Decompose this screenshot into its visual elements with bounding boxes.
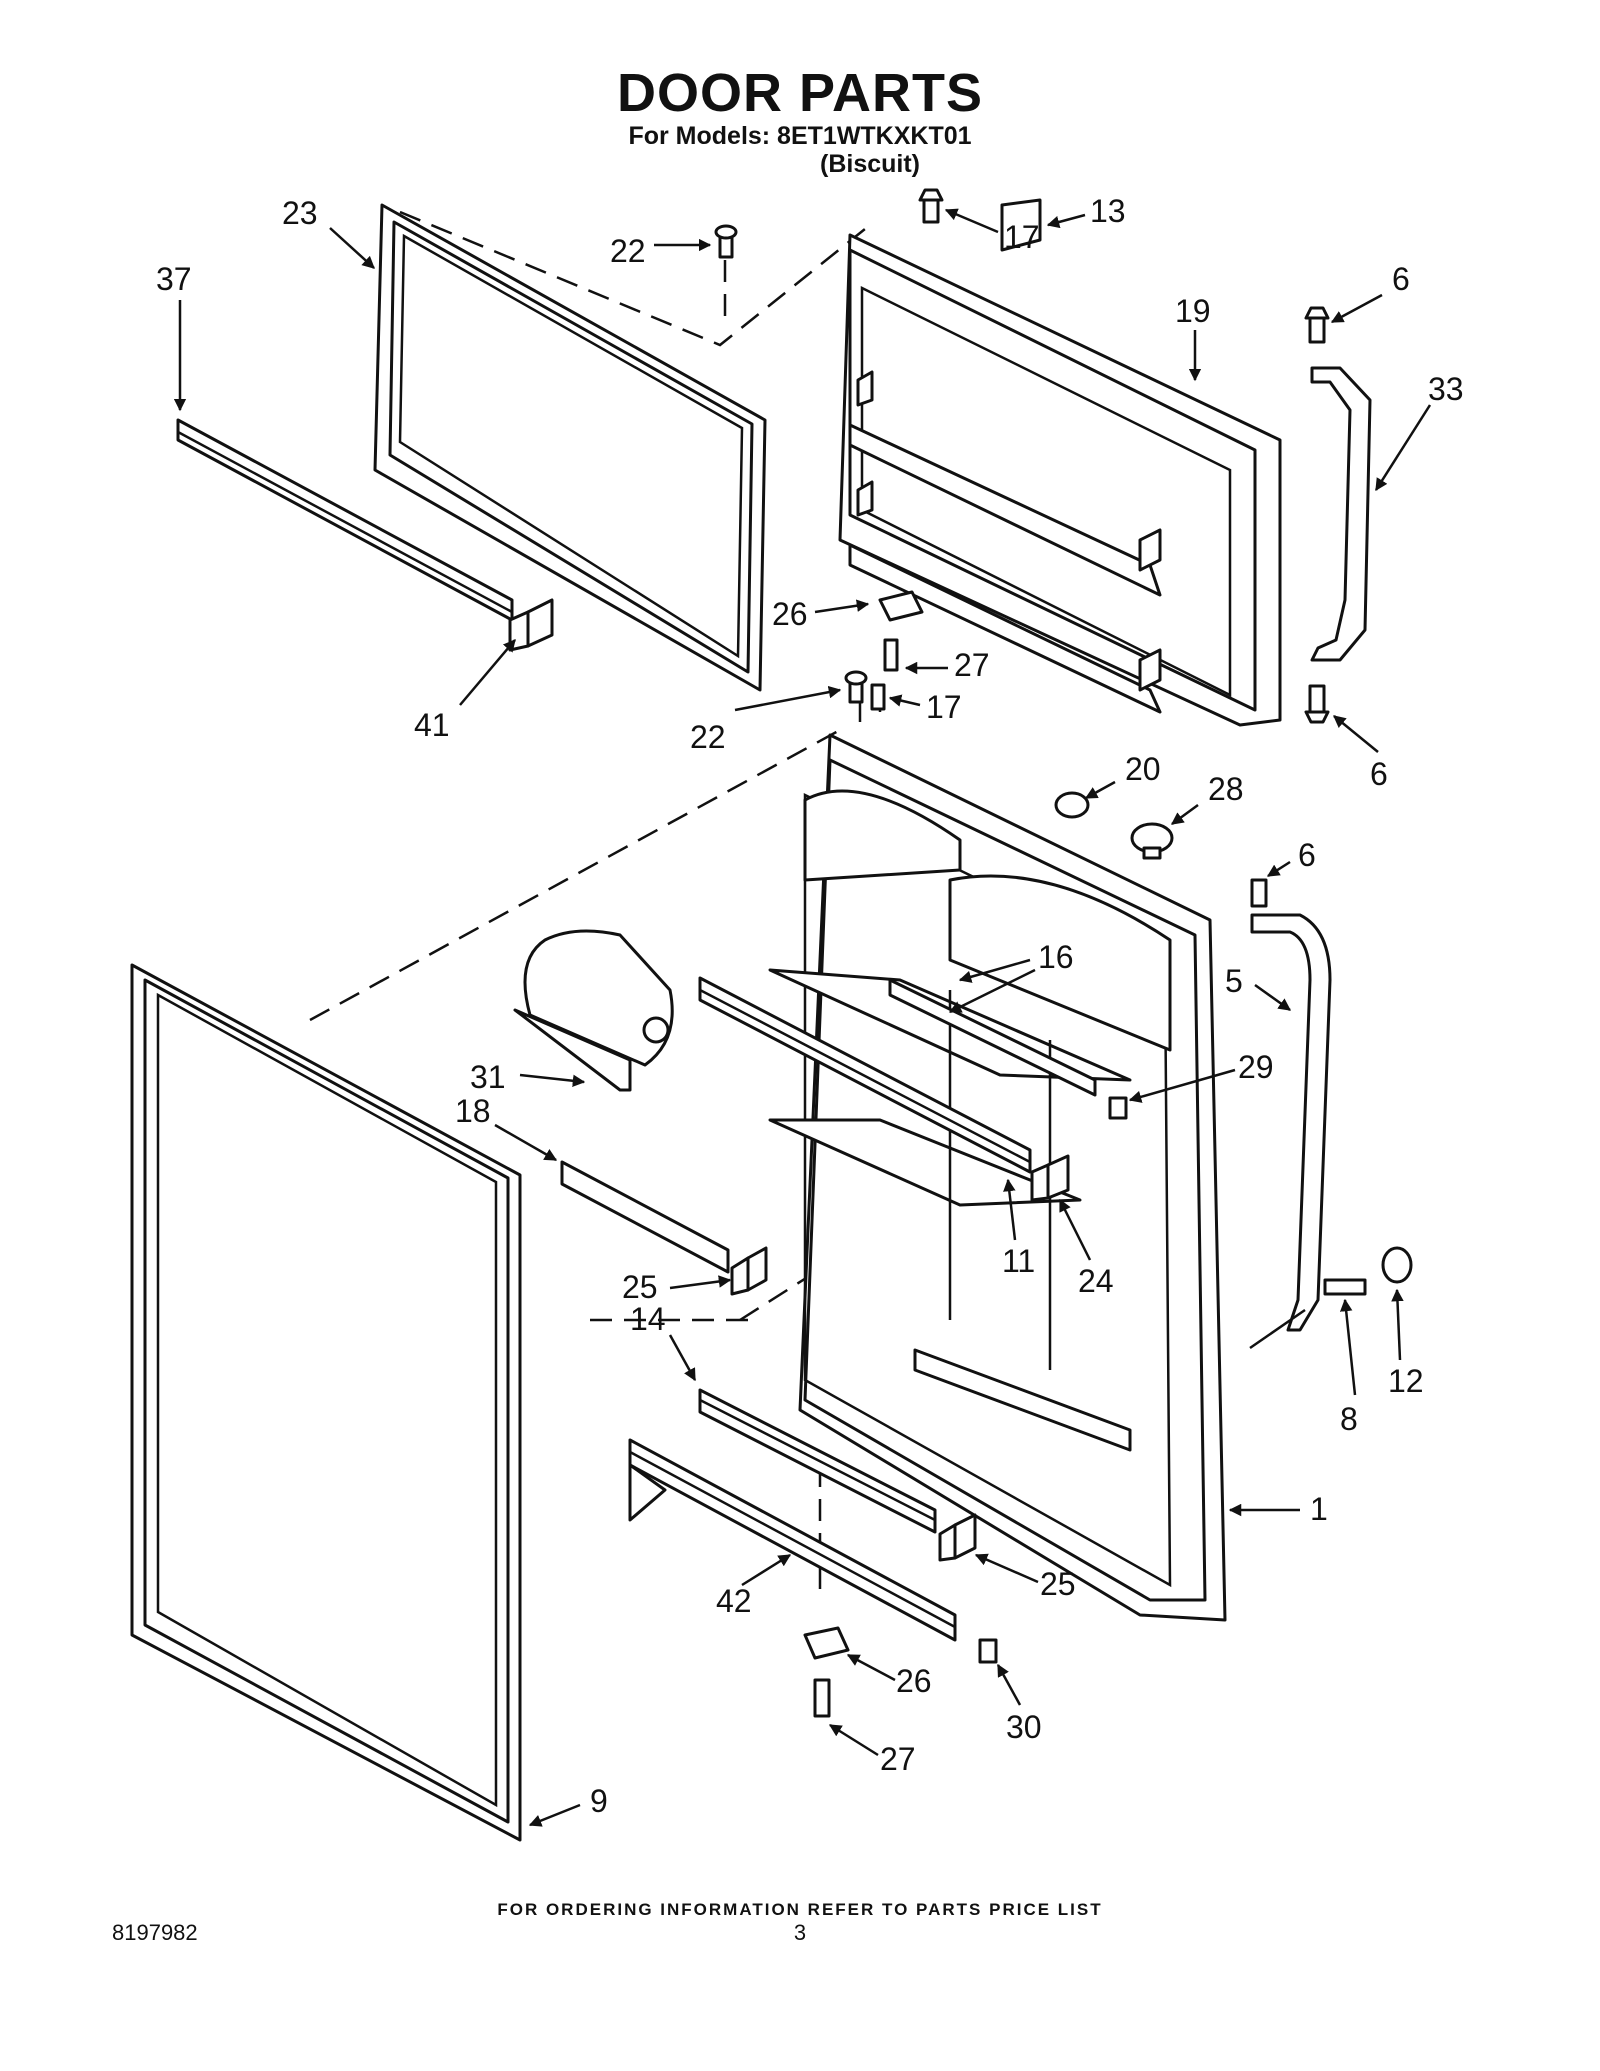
callout-17-mid: 17 (926, 689, 962, 725)
screw-6-mid (1250, 878, 1268, 908)
callout-12: 12 (1388, 1363, 1424, 1399)
callout-8: 8 (1340, 1401, 1358, 1437)
hinge-bushing-top (878, 590, 924, 622)
page-title: DOOR PARTS (616, 63, 983, 123)
fresh-food-door-handle (1250, 913, 1332, 1332)
end-cap-29 (1108, 1096, 1128, 1120)
callout-29: 29 (1238, 1049, 1274, 1085)
rivet-22-mid (844, 670, 868, 704)
document-number: 8197982 (112, 1920, 198, 1945)
screw-8 (1323, 1278, 1367, 1296)
freezer-door-gasket (373, 203, 767, 692)
callout-42: 42 (716, 1583, 752, 1619)
screw-6-top (1304, 306, 1330, 344)
models-line: For Models: 8ET1WTKXKT01 (628, 122, 972, 150)
callout-30: 30 (1006, 1709, 1042, 1745)
door-shelf-bar-14 (698, 1388, 937, 1534)
callout-27-bottom: 27 (880, 1741, 916, 1777)
model-variant: (Biscuit) (820, 150, 920, 178)
screw-27-top (883, 638, 899, 672)
page-number: 3 (793, 1920, 807, 1945)
ordering-note: FOR ORDERING INFORMATION REFER TO PARTS … (497, 1900, 1103, 1919)
callout-9: 9 (590, 1783, 608, 1819)
rivet-22-top (714, 224, 738, 259)
callout-26-bottom: 26 (896, 1663, 932, 1699)
screw-17-top (918, 188, 944, 224)
hole-plug-28 (1130, 822, 1174, 860)
serial-label (1000, 198, 1042, 252)
callout-33: 33 (1428, 371, 1464, 407)
callout-1: 1 (1310, 1491, 1328, 1527)
screw-group (714, 188, 1367, 1718)
handle-cap-12 (1381, 1246, 1413, 1284)
callout-11: 11 (1002, 1243, 1035, 1279)
fresh-food-door-gasket (130, 963, 522, 1842)
shelf-retainer-bar-16 (888, 978, 1097, 1097)
door-shelf-bar-11 (698, 976, 1032, 1174)
fresh-food-door-liner (768, 733, 1227, 1622)
callout-22-mid: 22 (690, 719, 726, 755)
dairy-door (513, 929, 674, 1092)
shelf-clip-24 (1030, 1154, 1070, 1202)
shelf-clip-25-upper (730, 1246, 768, 1296)
callout-20: 20 (1125, 751, 1161, 787)
callout-27-top: 27 (954, 647, 990, 683)
callout-26-top: 26 (772, 596, 808, 632)
callout-22-top: 22 (610, 233, 646, 269)
screw-17-mid (870, 683, 886, 711)
door-shelf-bar-18 (560, 1160, 730, 1274)
screw-6-bottom (1304, 684, 1330, 724)
callout-5: 5 (1225, 963, 1243, 999)
freezer-shelf-end-cap (508, 598, 554, 652)
callout-18: 18 (455, 1093, 491, 1129)
hole-plug-20 (1054, 791, 1090, 819)
callout-6-right: 6 (1370, 756, 1388, 792)
callout-6-mid: 6 (1298, 837, 1316, 873)
callout-28: 28 (1208, 771, 1244, 807)
callout-16: 16 (1038, 939, 1074, 975)
shelf-clip-25-lower (938, 1513, 977, 1562)
callout-23: 23 (282, 195, 318, 231)
freezer-door-liner (838, 233, 1282, 727)
callout-25-upper: 25 (622, 1269, 658, 1305)
callout-31: 31 (470, 1059, 506, 1095)
screw-27-bottom (813, 1678, 831, 1718)
callout-37: 37 (156, 261, 192, 297)
callout-leaders (173, 208, 1432, 1827)
freezer-door-handle (1310, 366, 1372, 662)
callout-14: 14 (630, 1301, 666, 1337)
callout-17-top: 17 (1004, 219, 1040, 255)
hinge-bushing-bottom (803, 1626, 850, 1660)
callout-6-top: 6 (1392, 261, 1410, 297)
end-cap-30 (978, 1638, 998, 1664)
callout-41: 41 (414, 707, 450, 743)
callout-19: 19 (1175, 293, 1211, 329)
callout-24: 24 (1078, 1263, 1114, 1299)
door-shelf-bar-42 (628, 1438, 957, 1642)
callout-13: 13 (1090, 193, 1126, 229)
callout-25-lower: 25 (1040, 1566, 1076, 1602)
callout-labels: 23 37 41 22 17 13 19 6 33 26 27 22 17 6 … (156, 193, 1464, 1819)
